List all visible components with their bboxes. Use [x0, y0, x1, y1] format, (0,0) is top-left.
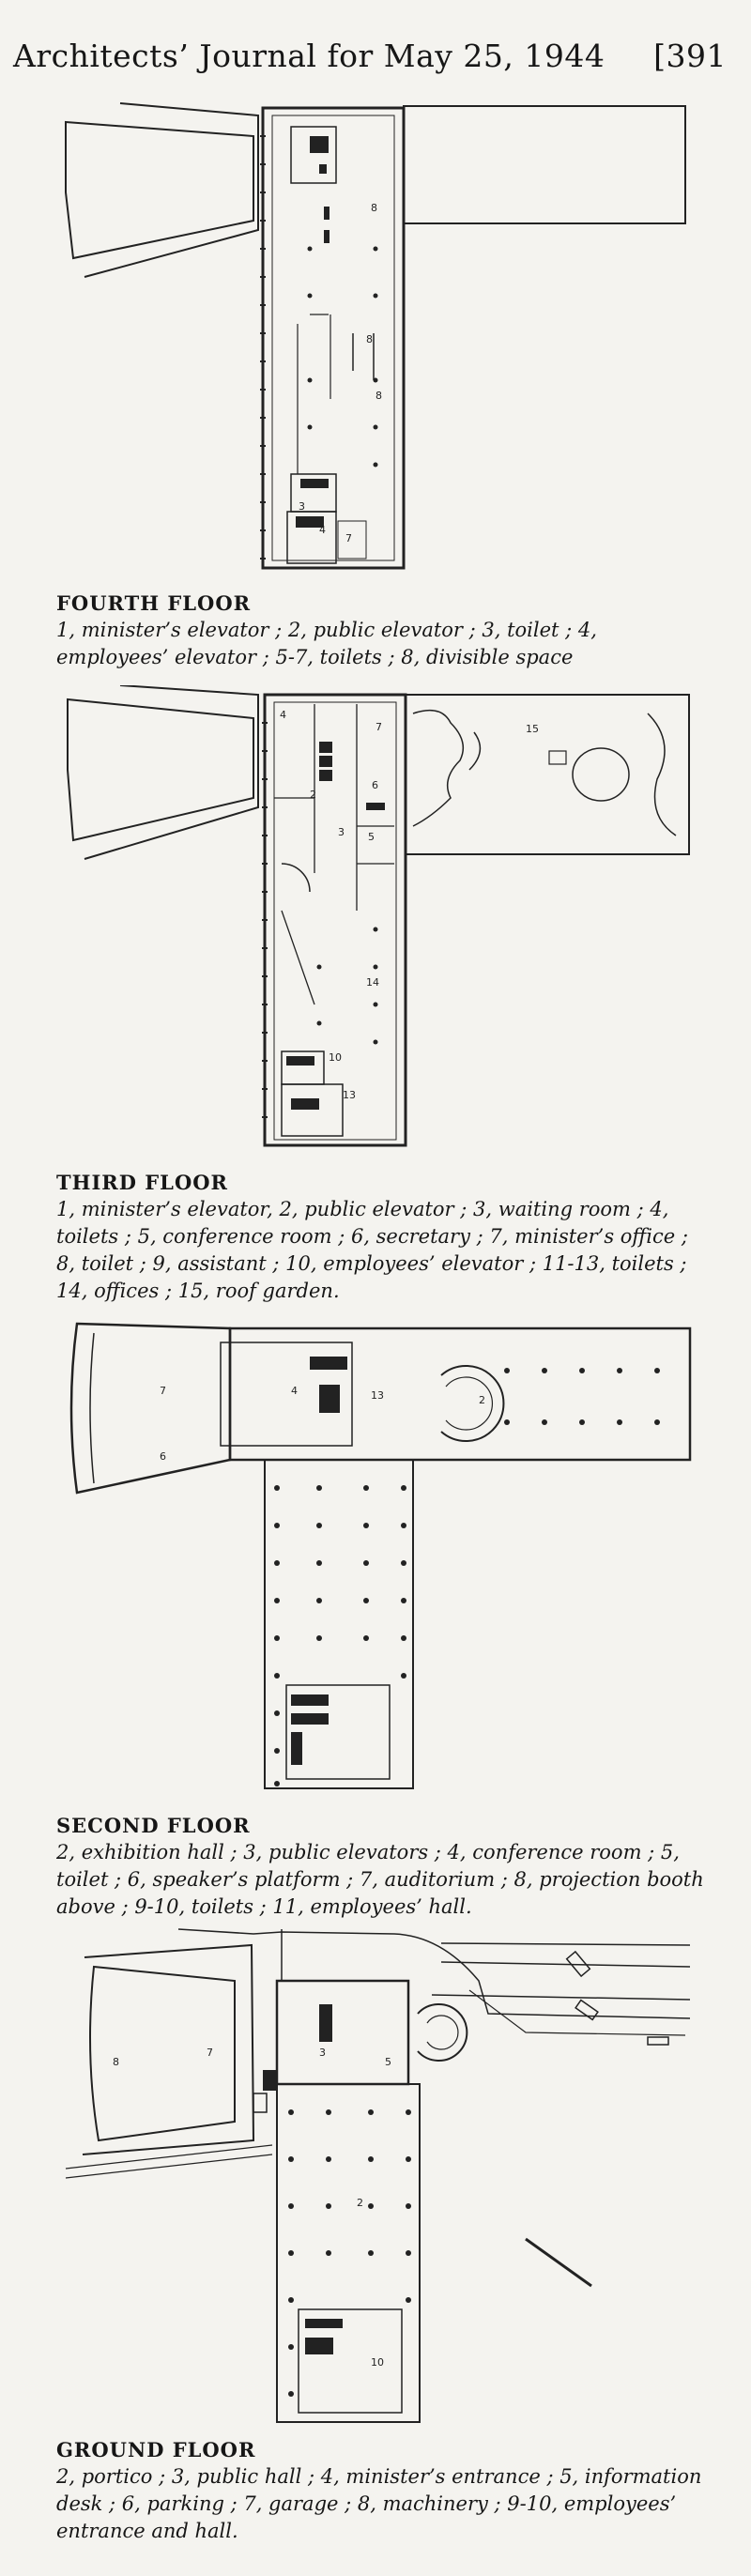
svg-text:7: 7 [207, 2047, 213, 2059]
second-floor-plan: 7 4 13 2 6 [0, 1319, 751, 1798]
ground-floor-plan: 8 7 3 5 2 10 [0, 1924, 751, 2431]
fourth-floor-legend: 1, minister’s elevator ; 2, public eleva… [56, 619, 597, 668]
page-header: Architects’ Journal for May 25, 1944 [39… [13, 38, 727, 74]
ground-floor-title: GROUND FLOOR [56, 2438, 256, 2461]
ground-floor-caption: GROUND FLOOR 2, portico ; 3, public hall… [56, 2436, 704, 2545]
svg-text:3: 3 [319, 2047, 326, 2059]
svg-text:14: 14 [366, 976, 379, 989]
svg-text:7: 7 [160, 1385, 166, 1397]
fourth-floor-caption: FOURTH FLOOR 1, minister’s elevator ; 2,… [56, 590, 704, 671]
svg-text:7: 7 [345, 532, 352, 544]
svg-text:5: 5 [368, 831, 375, 843]
svg-text:13: 13 [371, 1389, 384, 1402]
third-floor-plan: 4 2 3 6 5 7 15 14 10 13 [0, 685, 751, 1155]
svg-text:2: 2 [310, 789, 316, 801]
svg-text:8: 8 [376, 390, 382, 402]
journal-title: Architects’ Journal for May 25, 1944 [13, 38, 605, 74]
svg-text:4: 4 [319, 524, 326, 536]
svg-text:13: 13 [343, 1089, 356, 1101]
page-number: [391 [653, 38, 727, 74]
svg-text:3: 3 [338, 826, 345, 838]
svg-text:15: 15 [526, 723, 539, 735]
ground-floor-legend: 2, portico ; 3, public hall ; 4, ministe… [56, 2465, 702, 2542]
svg-text:5: 5 [385, 2056, 391, 2068]
fourth-floor-plan: 8 8 8 3 4 7 [0, 99, 751, 577]
second-floor-legend: 2, exhibition hall ; 3, public elevators… [56, 1841, 704, 1918]
third-floor-legend: 1, minister’s elevator, 2, public elevat… [56, 1198, 688, 1302]
svg-text:10: 10 [329, 1051, 342, 1064]
svg-text:8: 8 [371, 202, 377, 214]
svg-text:6: 6 [160, 1450, 166, 1463]
second-floor-caption: SECOND FLOOR 2, exhibition hall ; 3, pub… [56, 1812, 704, 1921]
svg-text:10: 10 [371, 2356, 384, 2369]
svg-text:7: 7 [376, 721, 382, 733]
fourth-floor-title: FOURTH FLOOR [56, 591, 252, 615]
svg-text:4: 4 [280, 709, 286, 721]
svg-text:8: 8 [113, 2056, 119, 2068]
second-floor-title: SECOND FLOOR [56, 1814, 251, 1837]
svg-text:3: 3 [299, 500, 305, 513]
svg-text:2: 2 [479, 1394, 485, 1406]
third-floor-caption: THIRD FLOOR 1, minister’s elevator, 2, p… [56, 1169, 704, 1305]
third-floor-title: THIRD FLOOR [56, 1171, 228, 1194]
svg-text:8: 8 [366, 333, 373, 345]
svg-text:6: 6 [372, 779, 378, 791]
svg-text:2: 2 [357, 2197, 363, 2209]
svg-text:4: 4 [291, 1385, 298, 1397]
